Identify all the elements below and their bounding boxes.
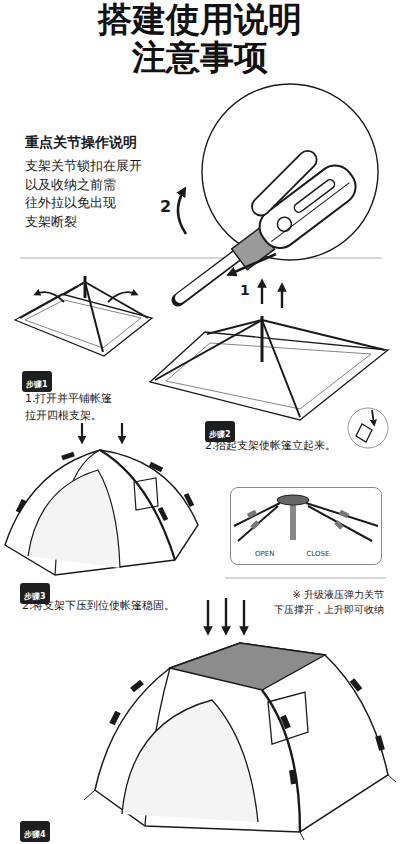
state-label: OPEN — [255, 550, 274, 559]
step-number: 步骤2 — [209, 430, 231, 440]
hub-detail — [277, 495, 309, 505]
callout-number: 2 — [160, 196, 171, 218]
joint-zoom — [202, 84, 378, 260]
tent-lifting — [348, 408, 388, 448]
tent-lifting — [150, 332, 388, 420]
state-label: CLOSE — [306, 550, 329, 559]
instruction-text-holder: 支架关节锁扣在展开 以及收纳之前需 往外拉以免出现 支架断裂 — [25, 157, 147, 231]
detail-panel: OPEN CLOSE — [230, 487, 382, 565]
tent-finished — [268, 692, 308, 744]
step-badge: 步骤4 — [20, 821, 50, 842]
step-badge: 步骤1 — [22, 371, 52, 392]
joint-zoom — [210, 136, 362, 274]
joint-zoom — [275, 214, 295, 234]
tent-flat — [108, 292, 136, 302]
tent-finished — [207, 600, 209, 632]
tent-flat — [85, 282, 148, 318]
tent-dome — [81, 423, 83, 441]
note-text-holder: ※ 升级液压弹力关节 下压撑开，上升即可收纳 — [264, 587, 384, 617]
tent-flat — [15, 276, 152, 356]
separator-line — [225, 578, 386, 579]
hub-detail — [290, 505, 296, 540]
tent-finished — [95, 643, 388, 832]
tent-finished — [225, 598, 227, 632]
joint-zoom — [178, 190, 186, 234]
step-badge: 步骤2 — [205, 421, 235, 442]
joint-zoom — [248, 147, 320, 219]
tent-lifting — [261, 282, 263, 304]
tent-lifting — [166, 343, 371, 409]
section-heading-holder: 重点关节操作说明 — [25, 133, 137, 152]
tent-finished — [262, 690, 300, 832]
section-heading: 重点关节操作说明 — [25, 133, 137, 152]
joint-zoom — [178, 84, 378, 300]
joint-zoom — [230, 254, 276, 274]
tent-lifting — [150, 282, 388, 448]
hub-detail — [248, 512, 348, 528]
step-text: 1.打开并平铺帐篷 拉开四根支架。 — [25, 390, 125, 424]
tent-lifting — [262, 320, 385, 350]
step-text-holder: 1.打开并平铺帐篷 拉开四根支架。 — [25, 390, 125, 424]
tent-lifting — [281, 286, 283, 308]
tent-lifting — [262, 320, 300, 417]
tent-dome — [5, 450, 198, 575]
title-block: 搭建使用说明 注意事项 — [70, 0, 330, 76]
tent-lifting — [372, 410, 374, 424]
tent-dome — [134, 478, 158, 510]
tent-lifting — [356, 424, 372, 442]
tent-dome — [18, 454, 192, 520]
tent-dome — [28, 470, 120, 568]
step-badge: 步骤3 — [20, 583, 50, 604]
tent-flat — [85, 282, 103, 352]
callout-number: 1 — [240, 281, 250, 300]
instruction-text: 支架关节锁扣在展开 以及收纳之前需 往外拉以免出现 支架断裂 — [25, 157, 147, 231]
note-text: ※ 升级液压弹力关节 下压撑开，上升即可收纳 — [264, 587, 384, 617]
tent-flat — [36, 292, 64, 302]
step-number: 步骤1 — [26, 380, 48, 390]
callout-number-holder: 1 — [240, 281, 250, 300]
title: 搭建使用说明 注意事项 — [70, 0, 330, 76]
tent-finished — [122, 700, 258, 822]
tent-lifting — [155, 320, 262, 380]
joint-zoom — [271, 183, 349, 242]
tent-finished — [112, 680, 382, 784]
step-number: 步骤4 — [24, 830, 46, 840]
tent-flat — [15, 294, 152, 356]
tent-flat — [25, 300, 141, 348]
tent-finished — [170, 643, 325, 690]
tent-dome — [121, 423, 123, 441]
tent-finished — [243, 600, 245, 632]
tent-finished — [84, 775, 396, 840]
hub-detail — [234, 495, 378, 541]
tent-dome — [5, 423, 198, 575]
tent-lifting — [207, 320, 262, 334]
step-number: 步骤3 — [24, 592, 46, 602]
tent-finished — [84, 598, 396, 840]
tent-flat — [20, 282, 85, 318]
callout-number-holder: 2 — [160, 196, 171, 218]
tent-flat — [63, 282, 85, 295]
separator-line — [20, 258, 382, 259]
